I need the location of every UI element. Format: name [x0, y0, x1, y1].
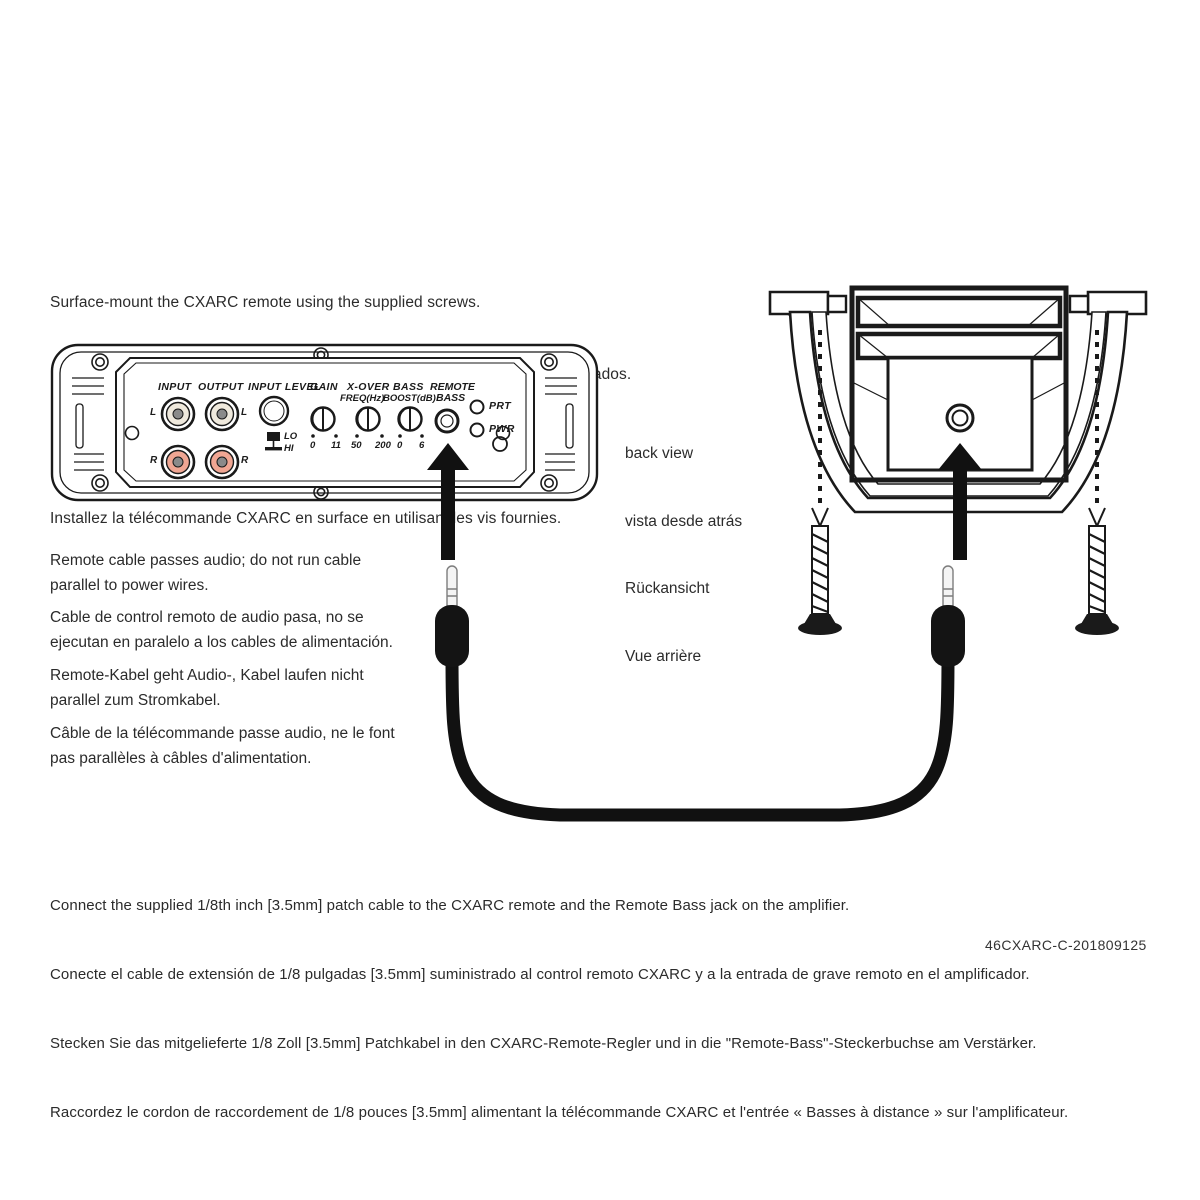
mounting-screw-left: [798, 507, 842, 635]
freq-tick-max: [380, 434, 384, 438]
arrow-to-remote-jack: [938, 443, 982, 560]
remote-housing-back-view: [768, 285, 1148, 560]
plug-left-contact-rings: [447, 588, 457, 597]
rca-jack-output-right[interactable]: [204, 444, 240, 480]
back-view-de: Rückansicht: [625, 580, 710, 597]
patch-cable: [445, 648, 955, 822]
back-view-es: vista desde atrás: [625, 512, 743, 530]
rca-jack-output-left[interactable]: [204, 396, 240, 432]
arrow-to-remote-bass: [427, 443, 469, 560]
remote-jack-ring[interactable]: [945, 403, 975, 433]
top-instruction-en: Surface-mount the CXARC remote using the…: [50, 294, 481, 311]
back-view-en: back view: [625, 445, 694, 462]
rca-jack-input-right[interactable]: [160, 444, 196, 480]
back-view-fr: Vue arrière: [625, 647, 702, 665]
freq-tick-min: [355, 434, 359, 438]
gain-tick-max: [334, 434, 338, 438]
cable-warning-en: Remote cable passes audio; do not run ca…: [50, 552, 362, 594]
plug-right-barrel: [931, 605, 965, 667]
back-plate-chamfer-lines: [851, 297, 1067, 401]
top-instruction-fr: Installez la télécommande CXARC en surfa…: [50, 510, 562, 527]
back-view-labels: back view vista desde atrás Rückansicht …: [625, 398, 742, 713]
back-plate-bar-upper: [855, 295, 1063, 329]
bottom-instruction-es: Conecte el cable de extensión de 1/8 pul…: [50, 966, 1030, 983]
plug-right: [931, 565, 965, 667]
plug-left-barrel: [435, 605, 469, 667]
gain-tick-min: [311, 434, 315, 438]
cable-warning-de: Remote-Kabel geht Audio-, Kabel laufen n…: [50, 667, 364, 709]
back-plate-frame: [849, 285, 1069, 483]
remote-bass-jack[interactable]: [434, 408, 460, 434]
lo-hi-switch[interactable]: [265, 432, 282, 451]
xover-freq-knob[interactable]: [355, 406, 384, 438]
screw-head-left: [798, 621, 842, 635]
rca-jack-input-left[interactable]: [160, 396, 196, 432]
part-number: 46CXARC-C-201809125: [985, 937, 1147, 953]
plug-right-contact-rings: [943, 588, 953, 597]
cable-warning-es: Cable de control remoto de audio pasa, n…: [50, 609, 393, 651]
bottom-instructions: Connect the supplied 1/8th inch [3.5mm] …: [50, 848, 1068, 1170]
bass-boost-knob[interactable]: [397, 406, 424, 438]
plug-left: [435, 565, 469, 667]
housing-outer-shell: [788, 310, 1129, 514]
led-power: [469, 422, 485, 438]
bottom-instruction-fr: Raccordez le cordon de raccordement de 1…: [50, 1104, 1069, 1121]
back-plate-bar-lower: [855, 331, 1063, 361]
connector-panel-inner-edge: [123, 362, 527, 482]
heatsink-fins-right: [545, 377, 577, 471]
panel-screw-right: [492, 436, 508, 452]
screw-head-right: [1075, 621, 1119, 635]
led-protect: [469, 399, 485, 415]
boost-tick-min: [398, 434, 402, 438]
bottom-instruction-en: Connect the supplied 1/8th inch [3.5mm] …: [50, 897, 850, 914]
gain-knob[interactable]: [310, 406, 338, 438]
input-level-knob[interactable]: [258, 395, 290, 427]
bottom-instruction-de: Stecken Sie das mitgelieferte 1/8 Zoll […: [50, 1035, 1037, 1052]
boost-tick-max: [420, 434, 424, 438]
panel-vent-hole-right: [495, 425, 511, 441]
mounting-screw-right: [1075, 507, 1119, 635]
amplifier-illustration: [50, 343, 599, 502]
panel-vent-hole-left: [124, 425, 140, 441]
heatsink-fins-left: [72, 377, 104, 471]
flange-neck-left: [826, 294, 848, 314]
cable-warning-fr: Câble de la télécommande passe audio, ne…: [50, 725, 395, 767]
flange-neck-right: [1068, 294, 1090, 314]
